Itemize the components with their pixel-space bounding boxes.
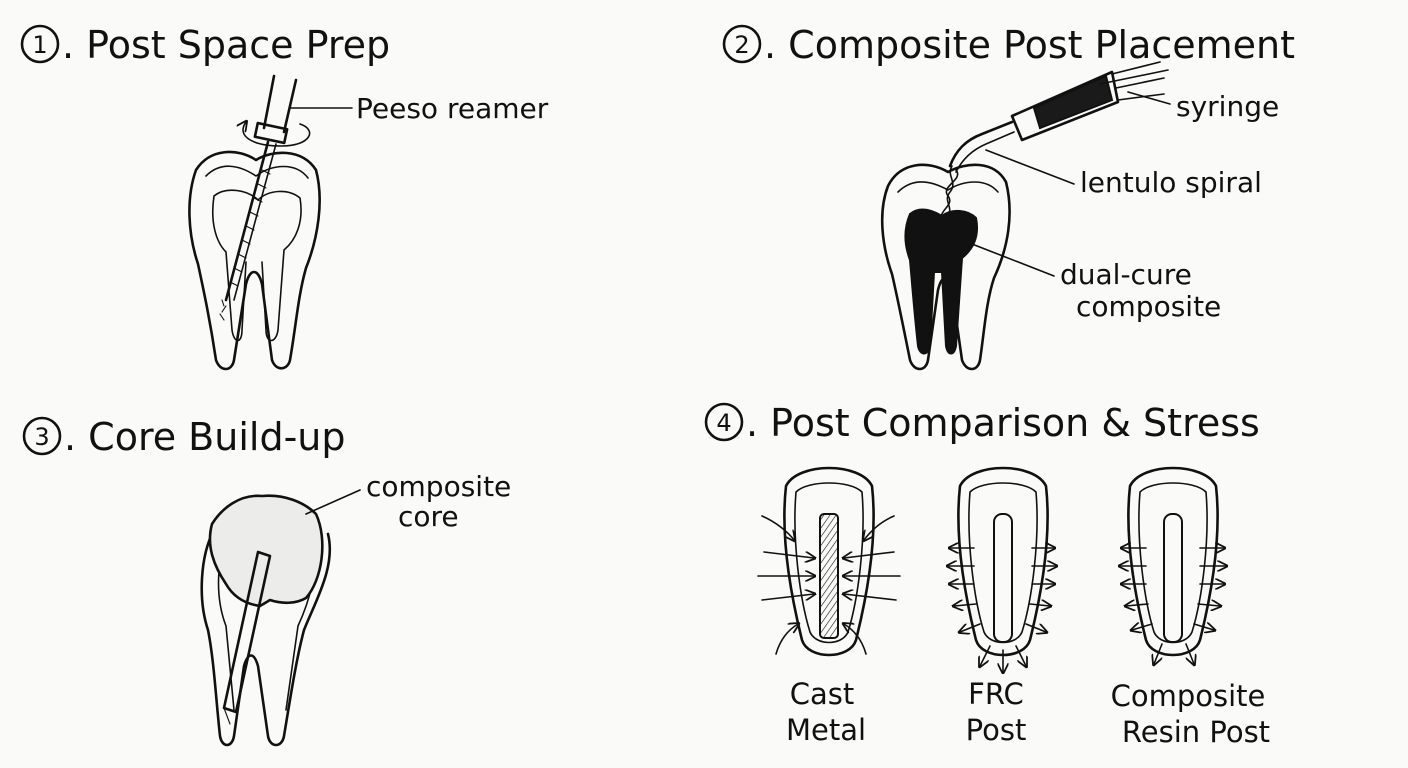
syringe-instrument	[948, 61, 1169, 173]
panel-4-title: . Post Comparison & Stress	[746, 401, 1260, 445]
label-frc-line1: FRC	[968, 677, 1024, 711]
step-number-badge	[722, 24, 762, 64]
peeso-reamer-instrument	[219, 74, 311, 321]
step-number-badge	[704, 402, 744, 442]
label-composite-core-line2: core	[398, 500, 459, 533]
label-cast-line2: Metal	[786, 713, 866, 747]
step-number-badge	[22, 416, 62, 456]
cast-metal-post-diagram: Cast Metal	[757, 466, 901, 747]
label-peeso-reamer: Peeso reamer	[356, 92, 549, 125]
panel-4-number: 4	[716, 409, 731, 437]
label-cast-line1: Cast	[790, 677, 855, 711]
tooth-with-core	[200, 494, 332, 747]
panel-2: 2 . Composite Post Placement syringe	[722, 23, 1295, 371]
label-composite-resin-line2: Resin Post	[1122, 715, 1270, 749]
label-frc-line2: Post	[966, 713, 1027, 747]
label-dual-cure: dual-cure	[1060, 258, 1192, 291]
label-composite: composite	[1076, 290, 1221, 323]
panel-1: 1 . Post Space Prep Peeso rea	[20, 23, 549, 371]
panel-4: 4 . Post Comparison & Stress Cast Metal	[704, 401, 1270, 749]
label-lentulo-spiral: lentulo spiral	[1080, 166, 1262, 199]
frc-post-diagram: FRC Post	[948, 466, 1056, 747]
panel-1-heading: 1 . Post Space Prep	[20, 23, 390, 67]
molar-with-composite	[880, 163, 1011, 371]
panel-1-title: . Post Space Prep	[62, 23, 390, 67]
panel-3-title: . Core Build-up	[64, 415, 346, 459]
molar-tooth-illustration	[188, 150, 321, 371]
panel-1-number: 1	[32, 31, 47, 59]
composite-resin-post-diagram: Composite Resin Post	[1111, 466, 1270, 749]
panel-2-heading: 2 . Composite Post Placement	[722, 23, 1295, 67]
label-composite-core-line1: composite	[366, 470, 511, 503]
panel-2-number: 2	[734, 31, 749, 59]
panel-3: 3 . Core Build-up composite core	[22, 415, 511, 747]
label-composite-resin-line1: Composite	[1111, 679, 1266, 713]
panel-3-number: 3	[34, 423, 49, 451]
label-syringe: syringe	[1176, 90, 1279, 123]
peeso-reamer-callout: Peeso reamer	[289, 92, 549, 125]
step-number-badge	[20, 24, 60, 64]
panel-3-heading: 3 . Core Build-up	[22, 415, 346, 459]
panel-2-title: . Composite Post Placement	[764, 23, 1295, 67]
composite-core-callout: composite core	[305, 470, 511, 533]
panel-4-heading: 4 . Post Comparison & Stress	[704, 401, 1260, 445]
panel-2-callouts: syringe lentulo spiral dual-cure composi…	[971, 90, 1279, 323]
